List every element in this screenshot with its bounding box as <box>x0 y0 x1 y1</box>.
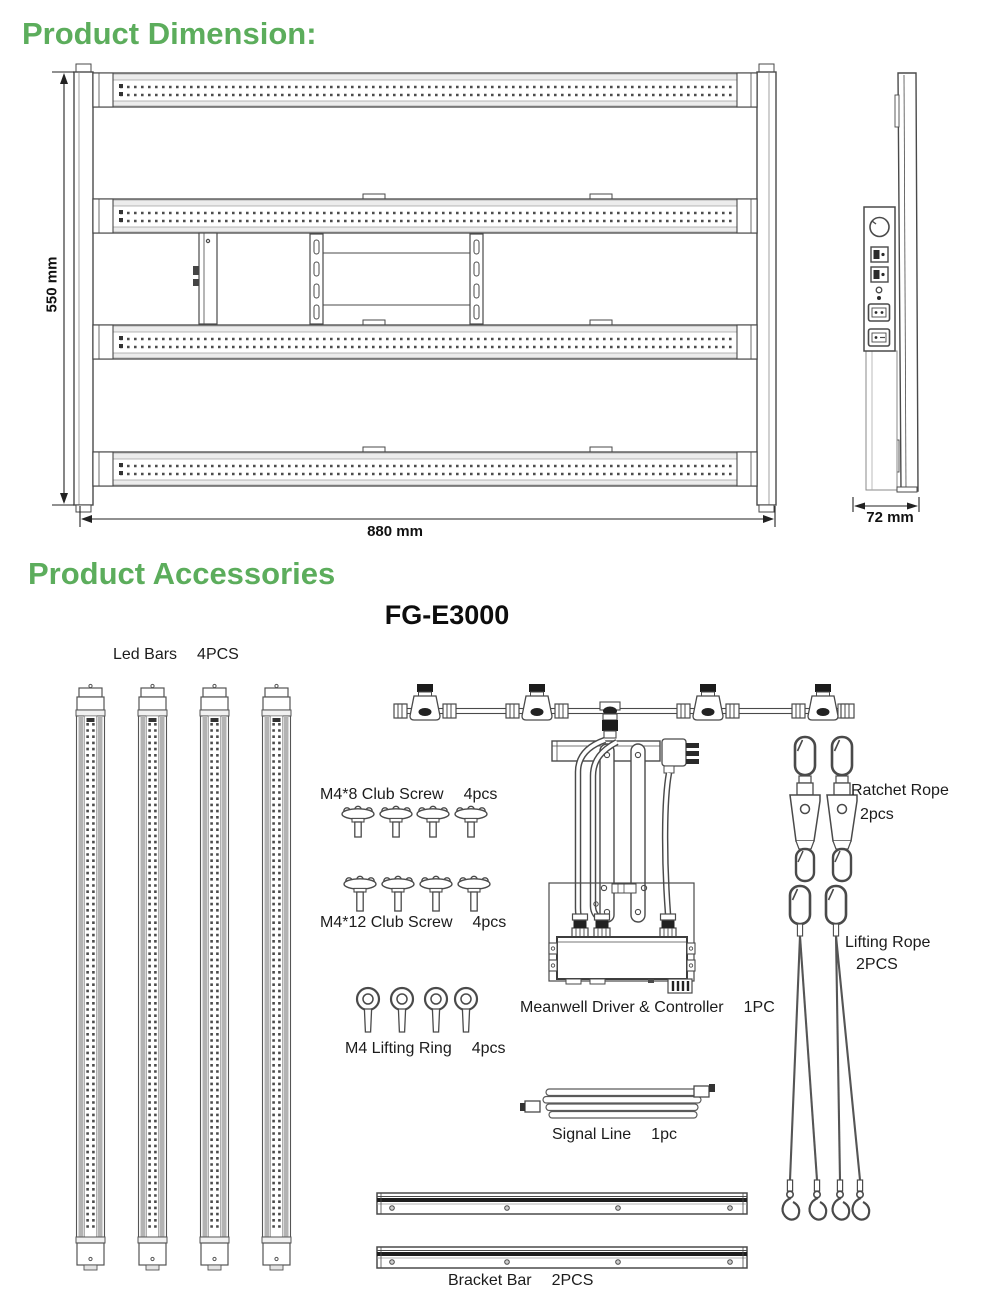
led-bar <box>136 683 169 1272</box>
led-bar <box>198 683 231 1272</box>
model-number: FG-E3000 <box>384 600 510 630</box>
lifting-rope-label: Lifting Rope <box>845 934 931 951</box>
center-mounting-bracket <box>193 232 484 325</box>
ratchet-rope-label: Ratchet Rope <box>851 782 949 799</box>
lifting-rope-qty: 2PCS <box>856 956 898 973</box>
driver-side-panel <box>863 206 896 352</box>
signal-line-cable <box>520 1084 715 1119</box>
depth-dimension-arrow <box>852 497 920 512</box>
led-bar <box>74 683 107 1272</box>
dimmer-knob-icon <box>869 216 890 238</box>
lifting-ropes <box>781 884 871 1221</box>
switch-icon <box>867 328 891 347</box>
accessories-drawing <box>74 683 871 1272</box>
bracket-bar <box>376 1192 748 1215</box>
signal-connector-icon <box>693 1084 715 1098</box>
lifting-rings <box>355 986 479 1034</box>
product-dimension-heading: Product Dimension: <box>22 16 317 51</box>
height-dimension-label: 550 mm <box>43 256 61 313</box>
width-dimension-arrow <box>79 506 776 527</box>
driver-controller-assembly <box>548 736 699 994</box>
fixture-front-view <box>52 63 777 527</box>
driver-box <box>548 936 696 994</box>
switch-icon <box>867 303 891 322</box>
depth-dimension-label: 72 mm <box>866 509 914 526</box>
height-dimension-arrow <box>52 71 74 506</box>
signal-connector-icon <box>520 1100 541 1113</box>
port-icon <box>870 266 889 283</box>
wiring-harness <box>393 683 855 739</box>
width-dimension-label: 880 mm <box>367 523 423 540</box>
fixture-side-view <box>852 72 920 512</box>
dimension-drawing <box>52 63 920 527</box>
bracket-bar <box>376 1246 748 1269</box>
club-screws-m4x12 <box>343 875 491 912</box>
ratchet-rope-qty: 2pcs <box>860 806 894 823</box>
product-accessories-heading: Product Accessories <box>28 556 336 591</box>
led-bar <box>260 683 293 1272</box>
center-connector <box>599 701 621 739</box>
club-screws-m4x8 <box>341 805 488 838</box>
port-icon <box>870 246 889 263</box>
ratchet-ropes <box>790 737 857 881</box>
power-plug-icon <box>661 738 699 774</box>
led-bar-row <box>92 72 758 487</box>
